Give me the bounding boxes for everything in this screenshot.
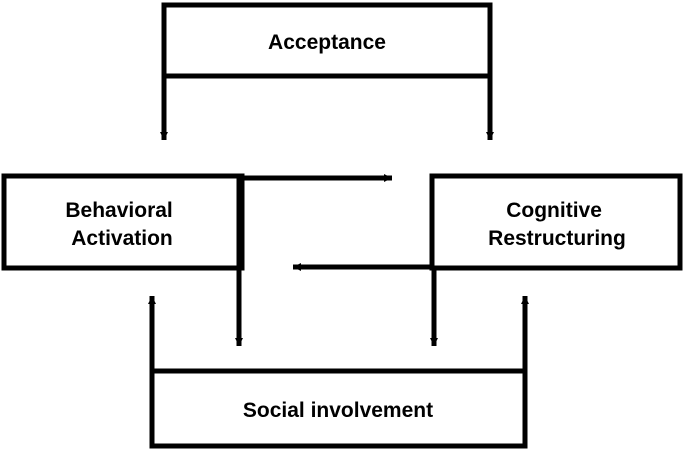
behavioral-activation-node: Behavioral Activation: [1, 173, 245, 271]
behavioral-activation-label: Behavioral Activation: [65, 199, 178, 250]
cognitive-restructuring-label-line1: Cognitive: [506, 199, 602, 222]
cognitive-restructuring-label-line2: Restructuring: [488, 227, 626, 250]
acceptance-box: [161, 2, 493, 79]
arrows: [148, 76, 529, 371]
acceptance-label: Acceptance: [268, 31, 386, 54]
behavioral-activation-box: [1, 173, 245, 271]
cognitive-restructuring-label: Cognitive Restructuring: [488, 199, 626, 250]
acceptance-node: Acceptance: [161, 2, 493, 79]
social-involvement-node: Social involvement: [149, 368, 528, 449]
social-involvement-box: [149, 368, 528, 449]
behavioral-activation-label-line1: Behavioral: [65, 199, 172, 222]
cognitive-restructuring-box: [429, 173, 683, 271]
cognitive-restructuring-node: Cognitive Restructuring: [429, 173, 683, 271]
behavioral-activation-label-line2: Activation: [71, 227, 173, 250]
social-involvement-label: Social involvement: [243, 399, 433, 422]
